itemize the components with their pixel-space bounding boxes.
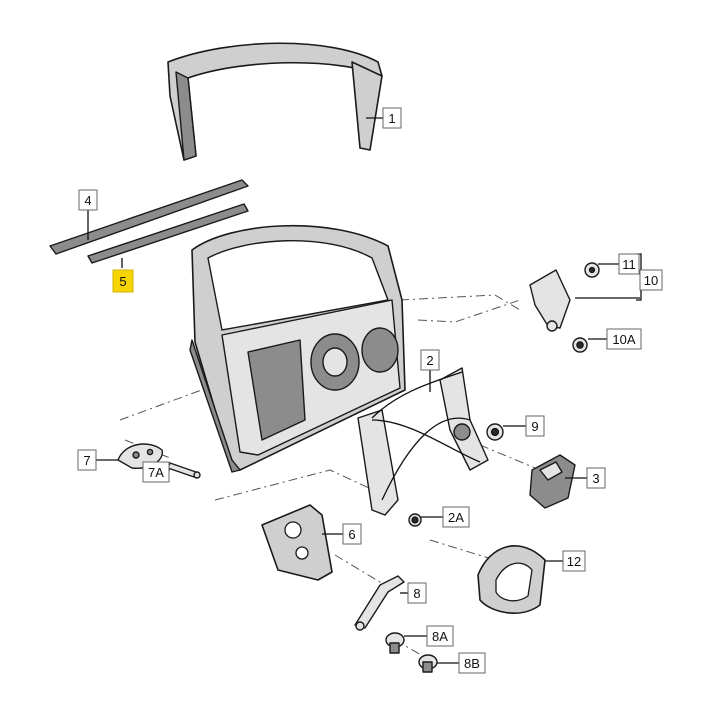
svg-text:8A: 8A <box>432 629 448 644</box>
callout-8: 8 <box>407 582 427 604</box>
svg-text:9: 9 <box>531 419 538 434</box>
svg-text:8: 8 <box>413 586 420 601</box>
svg-text:7A: 7A <box>148 465 164 480</box>
callout-10a: 10A <box>606 328 642 350</box>
svg-text:10: 10 <box>644 273 658 288</box>
callout-7: 7 <box>77 449 97 471</box>
part-screw-8b <box>418 654 438 673</box>
part-nut-9 <box>486 423 504 441</box>
callout-12: 12 <box>562 550 586 572</box>
svg-text:2A: 2A <box>448 510 464 525</box>
callout-6: 6 <box>342 523 362 545</box>
callout-2a: 2A <box>442 506 470 528</box>
callout-10: 10 <box>639 269 663 291</box>
svg-text:5: 5 <box>119 274 126 289</box>
svg-text:10A: 10A <box>612 332 635 347</box>
part-window-regulator <box>357 367 489 516</box>
part-nut-10a <box>572 337 588 353</box>
svg-text:8B: 8B <box>464 656 480 671</box>
callout-5: 5 <box>112 269 134 293</box>
part-nut-11 <box>584 262 600 278</box>
part-mirror-trim <box>529 269 571 332</box>
svg-text:12: 12 <box>567 554 581 569</box>
callout-7a: 7A <box>142 461 170 483</box>
part-window-motor <box>529 454 576 509</box>
part-door-shell <box>189 224 406 473</box>
callout-8a: 8A <box>426 625 454 647</box>
part-nut-2a <box>408 513 422 527</box>
part-window-frame-seal <box>167 42 383 161</box>
part-foam-block <box>477 545 546 614</box>
part-cover-plate <box>261 504 333 581</box>
svg-text:4: 4 <box>84 193 91 208</box>
callout-3: 3 <box>586 467 606 489</box>
svg-text:2: 2 <box>426 353 433 368</box>
part-outer-belt-strip <box>49 179 249 255</box>
callout-1: 1 <box>382 107 402 129</box>
svg-text:6: 6 <box>348 527 355 542</box>
svg-text:1: 1 <box>388 111 395 126</box>
svg-text:3: 3 <box>592 471 599 486</box>
callout-9: 9 <box>525 415 545 437</box>
part-inner-belt-strip <box>87 203 249 264</box>
callout-8b: 8B <box>458 652 486 674</box>
svg-text:11: 11 <box>622 257 636 272</box>
callout-2: 2 <box>420 349 440 371</box>
callout-11: 11 <box>618 253 640 275</box>
svg-text:7: 7 <box>83 453 90 468</box>
part-bolt-7a <box>167 462 201 479</box>
part-cable-bracket <box>354 575 405 631</box>
part-clip-8a <box>385 632 405 654</box>
callout-4: 4 <box>78 189 98 211</box>
